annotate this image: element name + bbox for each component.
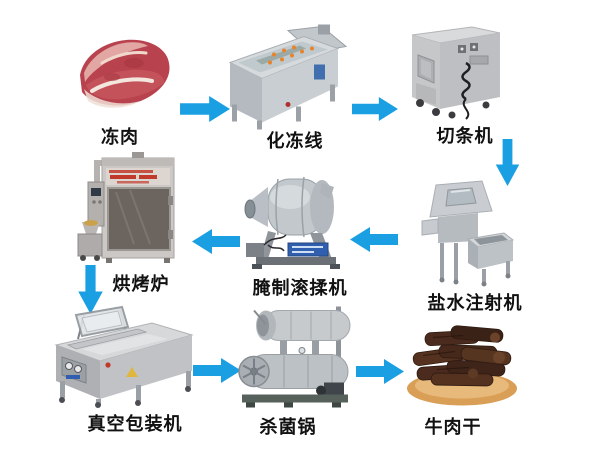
strip-cutting-machine-photo xyxy=(406,21,506,124)
vacuum-packaging-machine-photo xyxy=(48,305,196,408)
station-label-oven: 烘烤炉 xyxy=(112,274,170,294)
arrow-sterilizer-to-beef-jerky-icon xyxy=(356,359,404,384)
arrow-brine-injector-to-tumbler-icon xyxy=(350,227,398,252)
station-label-beef-jerky: 牛肉干 xyxy=(424,417,482,437)
station-label-vacuum-packer: 真空包装机 xyxy=(87,414,183,434)
arrow-strip-cutter-to-brine-injector-icon xyxy=(495,139,520,186)
frozen-meat-photo xyxy=(72,33,174,119)
marinating-tumbler-machine-photo xyxy=(238,165,353,275)
station-label-brine-injector: 盐水注射机 xyxy=(427,293,523,313)
arrow-thawing-line-to-strip-cutter-icon xyxy=(352,97,398,121)
station-label-sterilizer: 杀菌锅 xyxy=(259,417,317,437)
arrow-frozen-meat-to-thawing-line-icon xyxy=(180,96,230,122)
station-label-strip-cutter: 切条机 xyxy=(436,126,494,146)
baking-oven-machine-photo xyxy=(76,152,178,268)
brine-injector-machine-photo xyxy=(420,177,515,289)
station-label-thawing-line: 化冻线 xyxy=(266,131,324,151)
arrow-tumbler-to-oven-icon xyxy=(192,229,240,254)
arrow-oven-to-vacuum-packer-icon xyxy=(78,265,103,314)
sterilization-pot-machine-photo xyxy=(236,302,354,414)
station-label-frozen-meat: 冻肉 xyxy=(101,127,139,147)
arrow-vacuum-packer-to-sterilizer-icon xyxy=(193,358,241,383)
thawing-line-machine-photo xyxy=(226,24,348,131)
beef-jerky-photo xyxy=(403,317,521,408)
station-label-tumbler: 腌制滚揉机 xyxy=(252,278,348,298)
